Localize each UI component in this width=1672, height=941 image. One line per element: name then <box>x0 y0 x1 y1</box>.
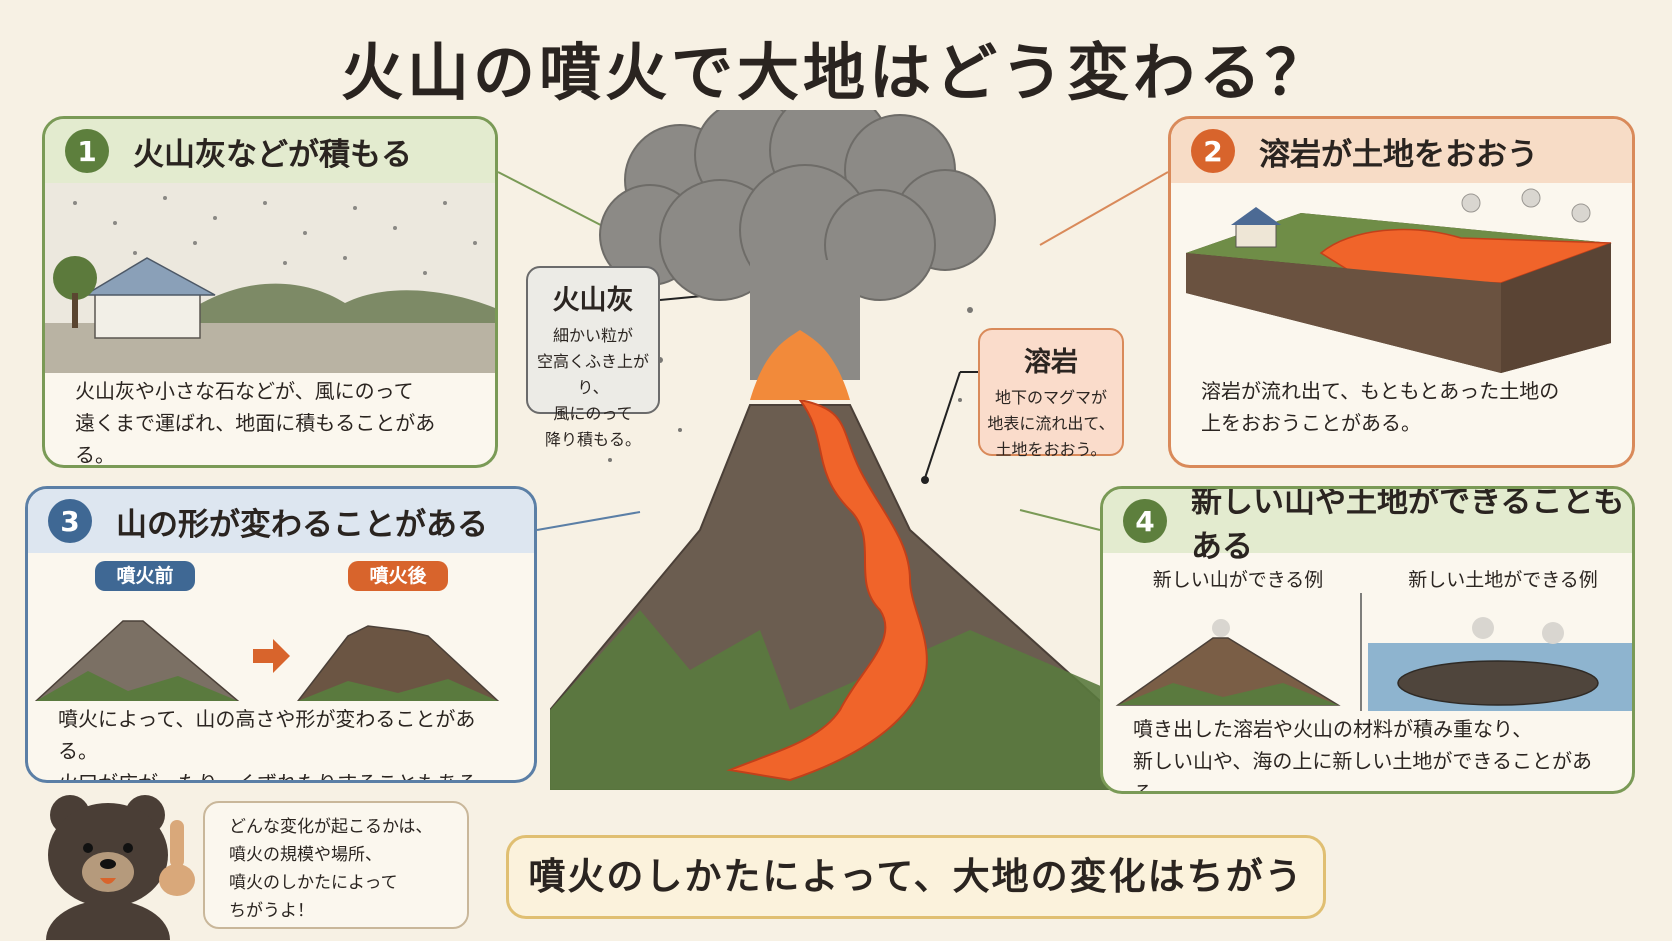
volcano-illustration <box>550 110 1110 790</box>
panel-newland-heading: 新しい山や土地ができることもある <box>1191 486 1625 565</box>
panel-newland-text: 噴き出した溶岩や火山の材料が積み重なり、 新しい山や、海の上に新しい土地ができる… <box>1133 717 1592 794</box>
panel-shape-heading: 山の形が変わることがある <box>116 506 488 543</box>
panel-newland-header: 4 新しい山や土地ができることもある <box>1103 489 1632 565</box>
summary-banner: 噴火のしかたによって、大地の変化はちがう <box>506 835 1326 919</box>
after-eruption-tag: 噴火後 <box>348 561 448 591</box>
panel-lava-header: 2 溶岩が土地をおおう <box>1171 119 1632 183</box>
lava-block-illustration <box>1186 188 1612 373</box>
green-slopes <box>550 610 1110 790</box>
callout-ash: 火山灰 細かい粒が 空高くふき上がり、 風にのって 降り積もる。 <box>526 266 660 449</box>
mascot-speech-bubble: どんな変化が起こるかは、 噴火の規模や場所、 噴火のしかたによって ちがうよ！ <box>203 801 469 929</box>
lava-flow <box>726 398 928 782</box>
panel-ash-header: 1 火山灰などが積もる <box>45 119 495 183</box>
ashfall-illustration <box>45 183 495 373</box>
panel-shape-text: 噴火によって、山の高さや形が変わることがある。 火口が広がったり、くずれたりする… <box>58 707 498 783</box>
callout-lava-body: 地下のマグマが 地表に流れ出て、 土地をおおう。 <box>987 388 1115 459</box>
callout-ash-title: 火山灰 <box>552 285 634 316</box>
panel-lava-number: 2 <box>1191 129 1235 173</box>
panel-shape-number: 3 <box>48 499 92 543</box>
panel-lava: 2 溶岩が土地をおおう 溶岩が流れ出て、もともとあった土地の 上をおおうことがあ… <box>1168 116 1635 468</box>
panel-lava-text: 溶岩が流れ出て、もともとあった土地の 上をおおうことがある。 <box>1201 379 1560 435</box>
callout-lava: 溶岩 地下のマグマが 地表に流れ出て、 土地をおおう。 <box>978 328 1124 459</box>
panel-ash-text: 火山灰や小さな石などが、風にのって 遠くまで運ばれ、地面に積もることがある。 <box>75 379 436 467</box>
arrow-icon <box>253 639 290 673</box>
panel-ash-number: 1 <box>65 129 109 173</box>
panel-ash-heading: 火山灰などが積もる <box>133 136 412 173</box>
ash-cloud <box>599 110 996 380</box>
new-mountain-label: 新しい山ができる例 <box>1152 569 1324 591</box>
panel-lava-heading: 溶岩が土地をおおう <box>1259 136 1538 173</box>
before-eruption-tag: 噴火前 <box>95 561 195 591</box>
panel-shape-header: 3 山の形が変わることがある <box>28 489 534 553</box>
panel-ash: 1 火山灰などが積もる 火山灰や小さな石などが、風にのって 遠くまで運ばれ、地面… <box>42 116 498 468</box>
new-land-label: 新しい土地ができる例 <box>1408 569 1598 591</box>
page-title: 火山の噴火で大地はどう変わる？ <box>340 36 1331 109</box>
new-island <box>1397 660 1599 706</box>
panel-new-land: 4 新しい山や土地ができることもある 新しい山ができる例 新しい土地ができる例 … <box>1100 486 1635 794</box>
shape-change-illustration <box>34 620 500 701</box>
callout-ash-body: 細かい粒が 空高くふき上がり、 風にのって 降り積もる。 <box>536 326 649 449</box>
callout-lava-title: 溶岩 <box>1024 347 1078 378</box>
new-land-illustration <box>1115 593 1632 711</box>
panel-shape-change: 3 山の形が変わることがある 噴火前 噴火後 噴火によって、山の高さや形が変わる… <box>25 486 537 783</box>
bear-mascot <box>46 795 195 940</box>
panel-newland-number: 4 <box>1123 499 1167 543</box>
eruption-fountain <box>750 330 850 400</box>
